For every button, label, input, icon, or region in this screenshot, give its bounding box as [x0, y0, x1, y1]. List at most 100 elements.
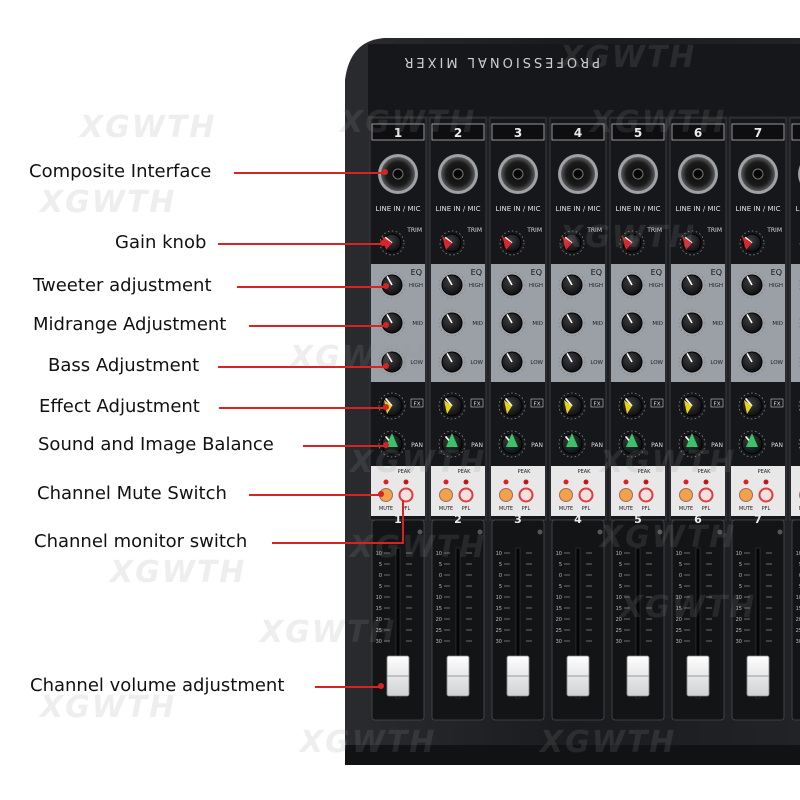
fader-scale-label: 5	[739, 584, 742, 590]
callout-dot	[378, 683, 384, 689]
signal-led	[683, 479, 689, 485]
mute-button[interactable]	[499, 488, 513, 502]
pfl-label: PFL	[702, 506, 711, 512]
eq-high-label: HIGH	[649, 283, 663, 289]
fader-scale-label: 20	[616, 617, 622, 623]
pfl-label: PFL	[522, 506, 531, 512]
eq-high-knob-scale	[378, 271, 406, 299]
pfl-button[interactable]	[518, 487, 534, 503]
gain-knob-pointer	[444, 236, 453, 244]
fader-slot	[455, 547, 461, 699]
signal-led	[503, 479, 509, 485]
callout-dot	[383, 283, 389, 289]
pan-knob-cap	[686, 433, 698, 447]
input-label: LINE IN / MIC	[736, 205, 781, 213]
signal-led	[383, 479, 389, 485]
eq-low-label: LOW	[470, 360, 483, 366]
mute-button[interactable]	[619, 488, 633, 502]
signal-led	[743, 479, 749, 485]
fader-scale-label: 0	[619, 573, 622, 579]
pfl-button[interactable]	[578, 487, 594, 503]
fader-scale-label: 30	[616, 639, 622, 645]
fader-scale-label: 5	[799, 584, 800, 590]
mute-button[interactable]	[679, 488, 693, 502]
eq-mid-knob-scale	[558, 309, 586, 337]
pfl-button[interactable]	[398, 487, 414, 503]
fader-scale-label: 20	[736, 617, 742, 623]
watermark: XGWTH	[40, 690, 177, 725]
channel-number-box	[731, 123, 785, 141]
callout-label: Channel volume adjustment	[30, 675, 285, 696]
eq-high-knob-pointer	[626, 275, 633, 286]
fader-scale-label: 15	[376, 606, 382, 612]
fader-scale-label: 10	[376, 551, 382, 557]
eq-low-label: LOW	[650, 360, 663, 366]
fader-scale-label: 0	[799, 573, 800, 579]
input-label: LINE IN / MIC	[556, 205, 601, 213]
peak-led	[763, 479, 769, 485]
fx-label-box	[770, 398, 784, 408]
callout-line	[249, 494, 380, 496]
eq-low-label: LOW	[530, 360, 543, 366]
callout-label: Bass Adjustment	[48, 355, 200, 376]
eq-mid-knob-pointer	[746, 313, 753, 324]
watermark: XGWTH	[600, 520, 737, 555]
mute-button[interactable]	[439, 488, 453, 502]
gain-knob-cap	[382, 236, 392, 250]
callout-label: Composite Interface	[29, 161, 212, 182]
fader-scale-label: 10	[736, 551, 742, 557]
pan-knob-scale	[558, 430, 586, 458]
mute-button[interactable]	[559, 488, 573, 502]
peak-label: PEAK	[458, 469, 472, 475]
eq-label: EQ	[651, 268, 662, 277]
button-section	[671, 466, 725, 516]
screw	[777, 529, 783, 535]
gain-knob-scale	[619, 230, 645, 256]
fx-knob-pointer	[444, 397, 453, 407]
pan-label: PAN	[591, 442, 603, 449]
fader-scale-label: 15	[496, 606, 502, 612]
screw	[417, 529, 423, 535]
callout-gain-knob: Gain knob	[0, 232, 390, 254]
combo-jack-core	[572, 168, 584, 180]
fader-scale-label: 10	[736, 595, 742, 601]
eq-label: EQ	[591, 268, 602, 277]
gain-knob-pointer	[504, 236, 513, 244]
callout-line	[315, 686, 380, 688]
pan-knob-cap	[746, 433, 758, 447]
callout-label: Channel Mute Switch	[37, 483, 227, 504]
pan-knob-cap	[506, 433, 518, 447]
fader-scale-label: 15	[796, 606, 800, 612]
callout-bass: Bass Adjustment	[0, 355, 390, 377]
brand-header: PROFESSIONAL MIXER	[401, 54, 600, 69]
fader-scale-label: 10	[496, 551, 502, 557]
fader-scale-label: 25	[436, 628, 442, 634]
fader-scale-label: 5	[799, 562, 800, 568]
gain-knob-pointer	[684, 236, 693, 244]
pfl-button[interactable]	[758, 487, 774, 503]
fader-scale-label: 20	[676, 617, 682, 623]
eq-mid-knob-scale	[678, 309, 706, 337]
fader-scale-label: 10	[376, 595, 382, 601]
eq-mid-knob-pointer	[566, 313, 573, 324]
gain-knob-cap	[742, 236, 752, 250]
fader-channel-number: 3	[514, 513, 522, 526]
eq-high-knob-pointer	[386, 275, 393, 286]
fader-scale-label: 10	[436, 551, 442, 557]
pfl-label: PFL	[402, 506, 411, 512]
pfl-button[interactable]	[638, 487, 654, 503]
eq-mid-knob-scale	[378, 309, 406, 337]
pfl-button[interactable]	[458, 487, 474, 503]
mute-button[interactable]	[739, 488, 753, 502]
fader-scale-label: 10	[496, 595, 502, 601]
callout-label: Tweeter adjustment	[33, 275, 212, 296]
mute-label: MUTE	[619, 506, 633, 512]
pfl-button[interactable]	[698, 487, 714, 503]
fx-knob-scale	[498, 392, 526, 420]
peak-led	[583, 479, 589, 485]
screw	[537, 529, 543, 535]
eq-mid-knob-scale	[738, 309, 766, 337]
eq-section	[791, 264, 800, 382]
pan-knob-cap	[446, 433, 458, 447]
